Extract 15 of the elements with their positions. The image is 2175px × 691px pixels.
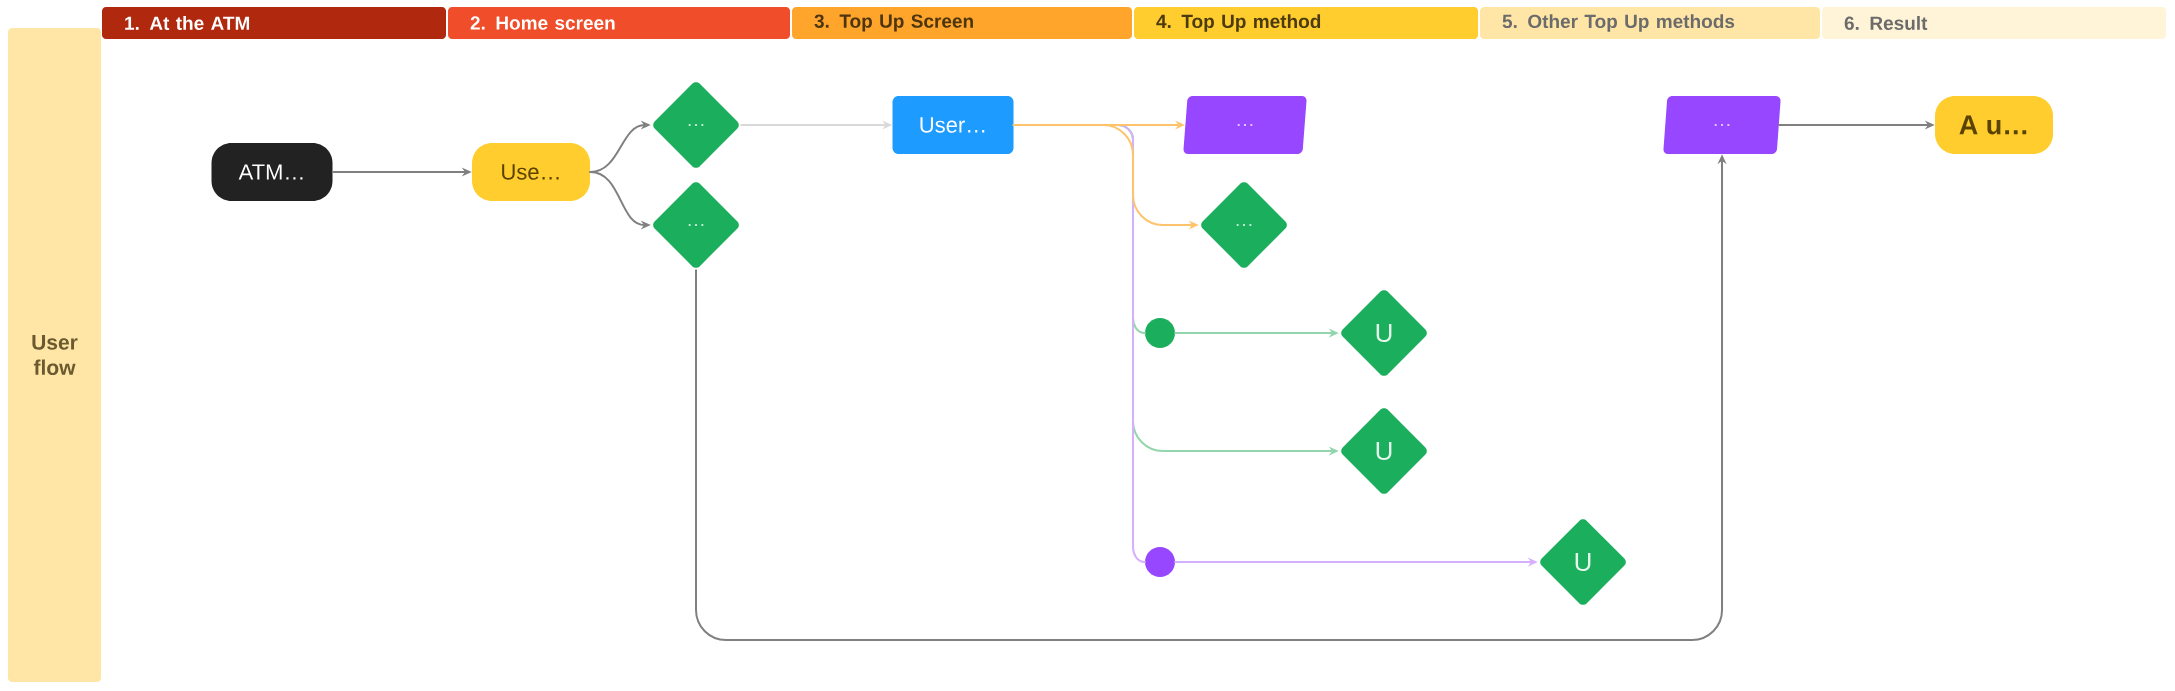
phase-header: 4. Top Up method (1134, 7, 1478, 39)
junction-dot (1145, 547, 1175, 577)
process-box: User… (892, 96, 1014, 154)
phase-header: 1. At the ATM (102, 7, 446, 39)
phase-header: 3. Top Up Screen (792, 7, 1132, 39)
phase-header: 5. Other Top Up methods (1480, 7, 1820, 39)
rounded-box: ATM… (211, 143, 333, 201)
data-parallelogram: … (1183, 96, 1307, 154)
junction-dot (1145, 318, 1175, 348)
rounded-box: Use… (472, 143, 590, 201)
swimlane-header: User flow (8, 28, 101, 682)
phase-header: 2. Home screen (448, 7, 790, 39)
rounded-box: A u… (1935, 96, 2054, 154)
data-parallelogram: … (1663, 96, 1781, 154)
phase-header: 6. Result (1822, 7, 2167, 39)
